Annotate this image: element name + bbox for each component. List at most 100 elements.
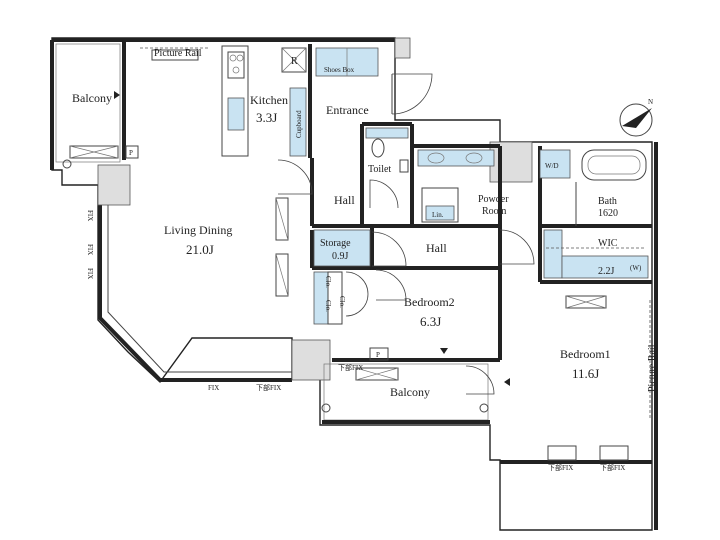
fix-label-4: FIX (86, 210, 94, 221)
balcony-bottom: P 下部FIX Balcony (321, 347, 495, 424)
column-mid (489, 141, 533, 183)
balcony-bottom-label: Balcony (390, 385, 430, 399)
bedroom1-ac-x2 (565, 295, 607, 309)
burner-2 (236, 54, 244, 62)
fridge-x2 (281, 47, 307, 73)
picture-rail-right-label: Picture Rail (647, 344, 658, 392)
toilet-counter (365, 127, 409, 139)
linen-label: Lin. (432, 211, 444, 219)
pipe-mark-left: P (129, 149, 133, 157)
powder-label-1: Powder (478, 194, 509, 205)
burner-3 (232, 66, 240, 74)
bedroom1-door-marker (504, 378, 510, 386)
bedroom2-area: 6.3J (420, 314, 441, 329)
bathtub-inner (587, 155, 641, 175)
fix-label-1: FIX (86, 244, 94, 255)
kitchen-sink (227, 97, 245, 131)
cooktop (227, 51, 245, 79)
storage-area: 0.9J (332, 251, 349, 262)
compass-ring (619, 103, 653, 137)
linen-shelf (425, 205, 455, 221)
ac-unit-bottom-x2 (355, 367, 399, 381)
wic: WIC 2.2J (W) (543, 229, 649, 279)
hall-lower-label: Hall (426, 241, 447, 255)
kitchen-label: Kitchen (250, 93, 288, 107)
drain-bottom-right (479, 403, 489, 413)
window-fix-2 (599, 445, 629, 461)
balcony-left: Balcony P (55, 43, 139, 169)
linen-cabinet (421, 187, 459, 223)
picture-rail-box (151, 49, 199, 61)
cupboard (289, 87, 307, 157)
column-top (394, 37, 411, 59)
balcony-left-floor (55, 43, 121, 163)
wic-shelf-bottom (561, 255, 649, 279)
interior-walls (122, 42, 652, 362)
wic-label: WIC (598, 238, 618, 249)
refrigerator (281, 47, 307, 73)
wd-label: W/D (545, 162, 559, 170)
living-dining-area: 21.0J (186, 242, 214, 257)
drain-bottom-left (321, 403, 331, 413)
bedroom1-ac-unit (565, 295, 607, 309)
bedroom1: Bedroom1 11.6J Picture Rail 下部FIX 下部FIX (504, 295, 658, 472)
bedroom2-door (375, 269, 407, 301)
basin-2 (465, 152, 483, 164)
wic-shelf-left (543, 229, 563, 279)
compass-needle (622, 108, 652, 128)
compass-label: N (648, 98, 653, 106)
pipe-space-left (125, 145, 139, 159)
bedroom1-label: Bedroom1 (560, 347, 611, 361)
closet-label-1: Clo. (324, 276, 332, 288)
pipe-mark-bottom: P (376, 351, 380, 359)
living-panel-1 (275, 197, 289, 241)
kitchen-area: 3.3J (256, 110, 277, 125)
closet-shelf-2 (327, 271, 343, 325)
burner-1 (229, 54, 237, 62)
kabefix-label-3: 下部FIX (548, 463, 573, 472)
toilet-door (369, 179, 399, 209)
bedroom2: Clo. Clo. Clo. Bedroom2 6.3J (313, 269, 455, 354)
bedroom2-door-marker (440, 348, 448, 354)
wic-area: 2.2J (598, 266, 615, 277)
ac-unit-bottom (355, 367, 399, 381)
entrance-label: Entrance (326, 103, 369, 117)
living-window-inner (107, 190, 292, 373)
compass: N (619, 98, 653, 137)
fix-label-2: FIX (86, 268, 94, 279)
living-dining-label: Living Dining (164, 223, 232, 237)
kabefix-label-4: 下部FIX (600, 463, 625, 472)
closet-label-2: Clo. (338, 296, 346, 308)
storage-label: Storage (320, 238, 351, 249)
living-panel-2-diag (275, 253, 289, 297)
entrance-door (391, 73, 433, 115)
vanity (417, 149, 495, 167)
wic-mark: (W) (630, 264, 642, 272)
hall-upper-label: Hall (334, 193, 355, 207)
closet-label-3: Clo. (324, 300, 332, 312)
washer-dryer (539, 149, 571, 179)
toilet-label: Toilet (368, 164, 391, 175)
column-left (97, 164, 131, 206)
fix-label-3: FIX (208, 384, 219, 392)
storage: Storage 0.9J (313, 229, 407, 267)
ac-unit-left (69, 145, 119, 159)
picture-rail-top-label: Picture Rail (154, 48, 202, 59)
basin-1 (427, 152, 445, 164)
living-panel-1-diag (275, 197, 289, 241)
toilet-tank (399, 159, 409, 173)
balcony-left-label: Balcony (72, 91, 112, 105)
living-panel-2 (275, 253, 289, 297)
cupboard-label: Cupboard (295, 110, 303, 138)
living-window-wall (98, 190, 292, 382)
living-dining: Living Dining 21.0J (164, 197, 289, 297)
kitchen: R Cupboard Kitchen 3.3J (221, 45, 307, 157)
ac-unit-left-x2 (69, 145, 119, 159)
bedroom1-area: 11.6J (572, 366, 599, 381)
closet-door (345, 271, 369, 317)
entrance: Shoes Box Entrance (315, 47, 433, 117)
pipe-space-bottom (369, 347, 389, 361)
kabefix-label-1: 下部FIX (256, 383, 281, 392)
kitchen-counter (221, 45, 249, 157)
